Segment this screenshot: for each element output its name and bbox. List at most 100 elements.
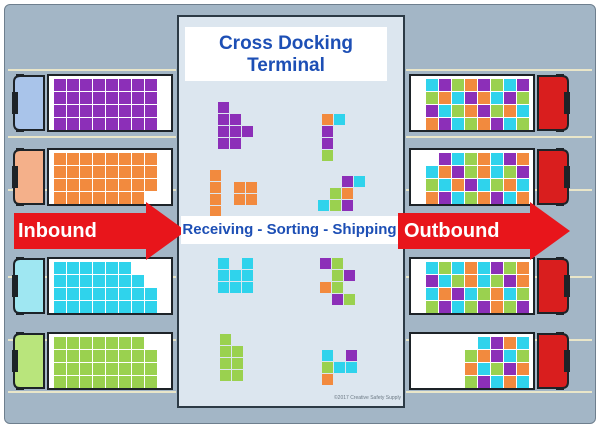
cargo-block — [478, 275, 490, 287]
cargo-block — [119, 92, 131, 104]
cargo-block — [119, 166, 131, 178]
cargo-block — [80, 376, 92, 388]
cargo-block — [504, 179, 516, 191]
truck-mirror — [556, 74, 564, 77]
pile-block — [330, 188, 341, 199]
pile-block — [210, 170, 221, 181]
outbound-truck — [409, 257, 570, 315]
cargo-block — [504, 350, 516, 362]
cargo-block — [67, 262, 79, 274]
terminal-pile — [210, 170, 257, 217]
cargo-block — [491, 301, 503, 313]
cargo-block — [93, 92, 105, 104]
cargo-block — [80, 275, 92, 287]
cargo-block — [54, 79, 66, 91]
cargo-block — [54, 166, 66, 178]
cargo-block — [452, 192, 464, 204]
cargo-block — [517, 79, 529, 91]
cargo-block — [504, 262, 516, 274]
cargo-block — [478, 179, 490, 191]
cargo-block — [132, 376, 144, 388]
cargo-block — [119, 376, 131, 388]
cargo-block — [106, 192, 118, 204]
cargo-block — [93, 301, 105, 313]
cargo-block — [452, 179, 464, 191]
cargo-block — [517, 376, 529, 388]
cargo-block — [517, 192, 529, 204]
cargo-block — [54, 153, 66, 165]
cargo-block — [93, 105, 105, 117]
cargo-block — [80, 105, 92, 117]
cargo-block — [93, 118, 105, 130]
cargo-block — [465, 118, 477, 130]
pile-block — [346, 350, 357, 361]
truck-cab — [13, 149, 45, 205]
cargo-block — [517, 118, 529, 130]
cargo-block — [132, 118, 144, 130]
cargo-block — [132, 363, 144, 375]
cargo-block — [54, 337, 66, 349]
cargo-block — [67, 376, 79, 388]
cargo-block — [67, 179, 79, 191]
cargo-block — [465, 350, 477, 362]
truck-mirror — [16, 148, 24, 151]
cargo-block — [132, 192, 144, 204]
cargo-block — [67, 153, 79, 165]
cargo-block — [491, 105, 503, 117]
cargo-block — [478, 79, 490, 91]
pile-block — [218, 282, 229, 293]
pile-block — [322, 138, 333, 149]
cargo-block — [452, 288, 464, 300]
cargo-block — [106, 79, 118, 91]
cargo-block — [517, 179, 529, 191]
cargo-block — [54, 179, 66, 191]
cargo-block — [491, 179, 503, 191]
cargo-block — [80, 337, 92, 349]
cargo-block — [439, 262, 451, 274]
truck-mirror — [16, 387, 24, 390]
cargo-block — [426, 301, 438, 313]
pile-block — [220, 346, 231, 357]
cargo-block — [504, 376, 516, 388]
cargo-block — [439, 79, 451, 91]
cargo-block — [478, 350, 490, 362]
cargo-block — [478, 192, 490, 204]
cargo-block — [67, 105, 79, 117]
pile-block — [332, 258, 343, 269]
cargo-block — [119, 79, 131, 91]
cargo-block — [132, 153, 144, 165]
pile-block — [330, 200, 341, 211]
cargo-block — [465, 79, 477, 91]
pile-block — [246, 194, 257, 205]
cargo-block — [439, 166, 451, 178]
cargo-block — [93, 192, 105, 204]
cargo-block — [80, 262, 92, 274]
cargo-block — [80, 301, 92, 313]
truck-windshield — [12, 92, 18, 114]
cargo-block — [452, 79, 464, 91]
cargo-block — [452, 153, 464, 165]
cargo-block — [491, 376, 503, 388]
terminal-pile — [218, 102, 253, 149]
cargo-block — [452, 301, 464, 313]
cargo-block — [132, 350, 144, 362]
cargo-block — [491, 363, 503, 375]
cargo-block — [465, 192, 477, 204]
pile-block — [242, 282, 253, 293]
cargo-block — [80, 288, 92, 300]
cargo-block — [478, 262, 490, 274]
cargo-block — [504, 337, 516, 349]
cargo-block — [504, 153, 516, 165]
cargo-block — [517, 262, 529, 274]
pile-block — [242, 258, 253, 269]
cargo-block — [67, 288, 79, 300]
truck-mirror — [556, 203, 564, 206]
outbound-truck — [409, 148, 570, 206]
cargo-block — [132, 301, 144, 313]
cargo-block — [54, 363, 66, 375]
cargo-block — [54, 262, 66, 274]
cargo-block — [517, 153, 529, 165]
cargo-block — [106, 92, 118, 104]
truck-cab — [537, 75, 569, 131]
